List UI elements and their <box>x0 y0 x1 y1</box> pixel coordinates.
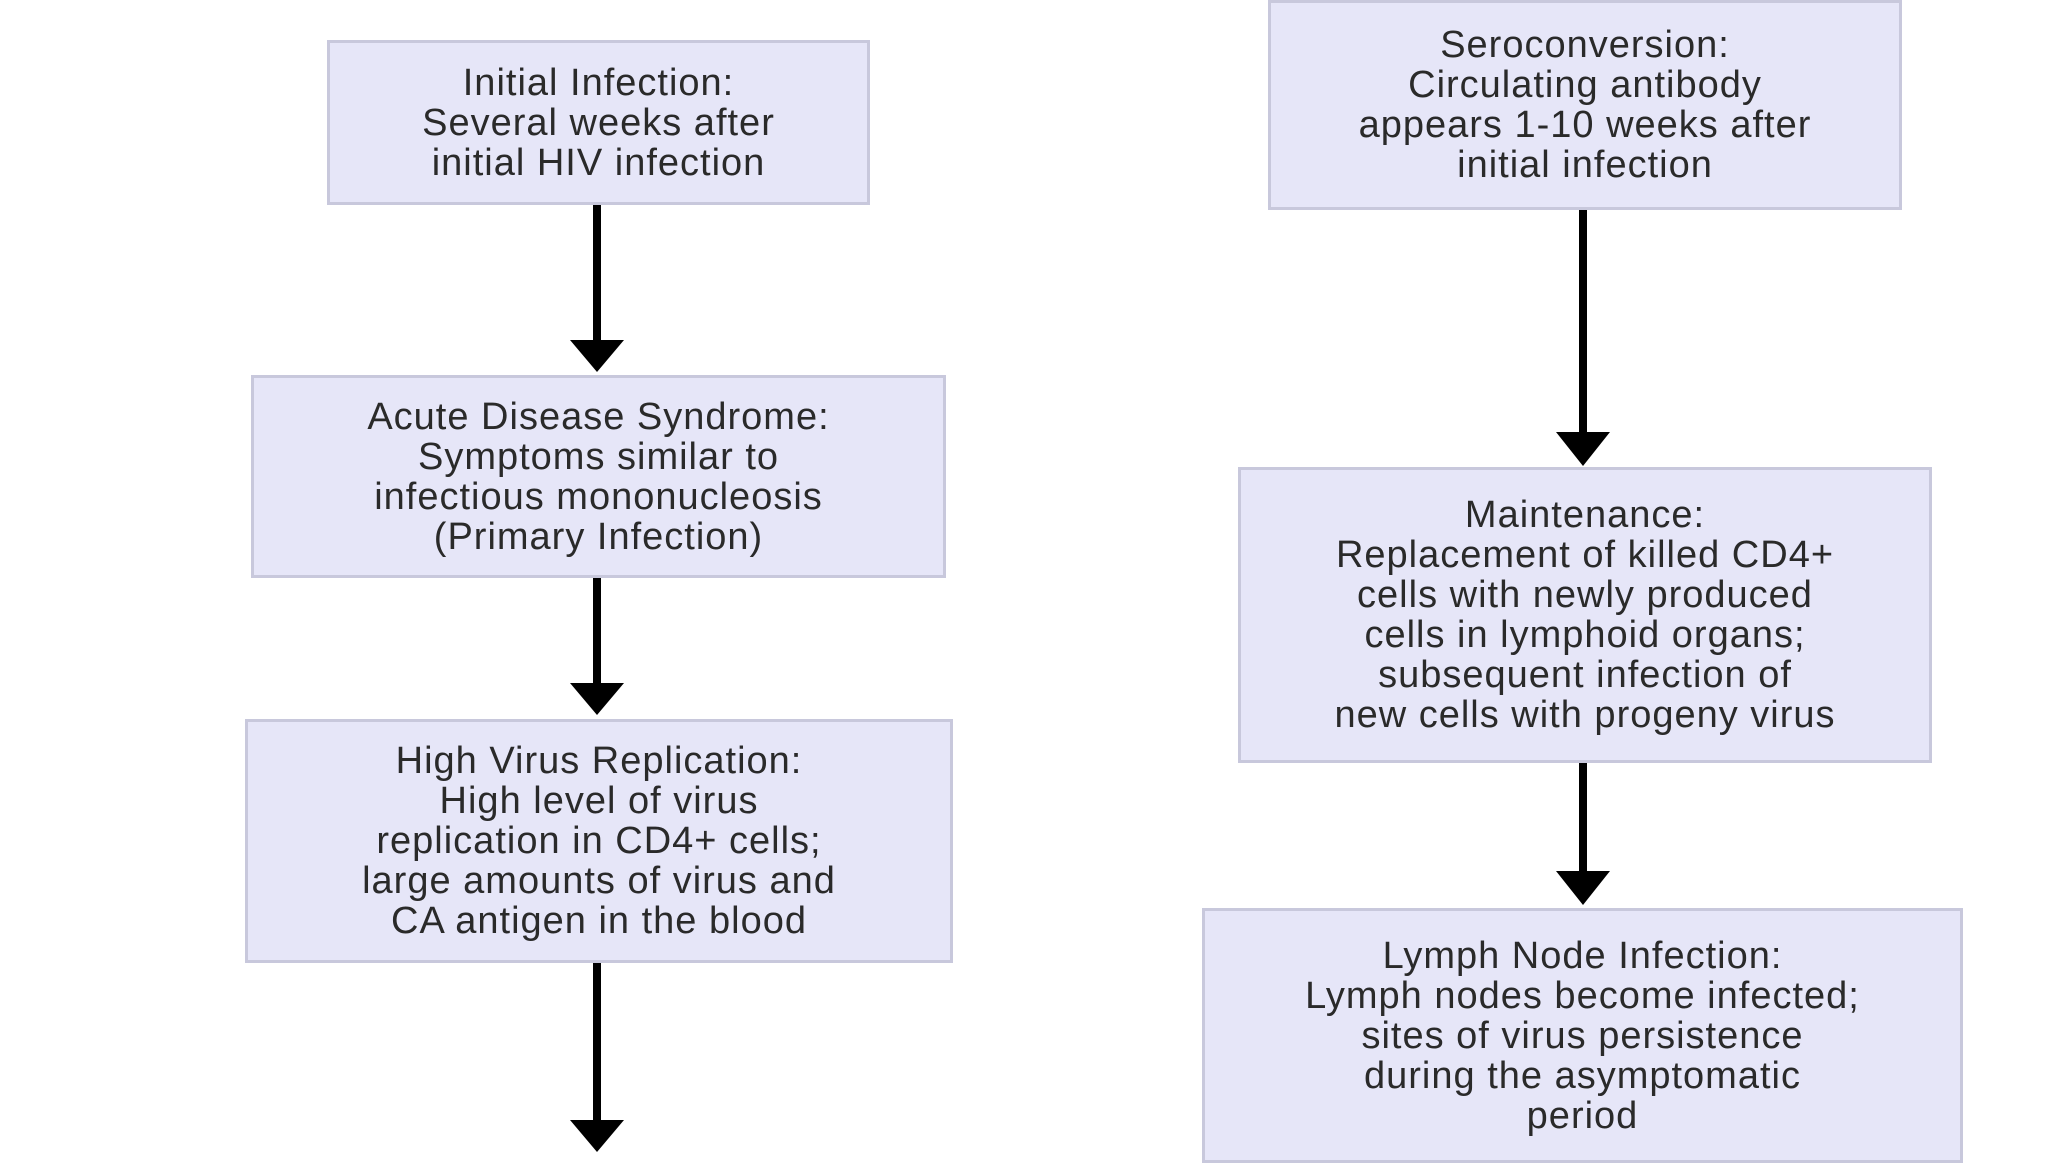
node-high-virus-line: High level of virus <box>439 780 759 822</box>
node-acute-disease-title: Acute Disease Syndrome: <box>367 395 830 438</box>
arrow-head-lymph <box>1556 871 1610 905</box>
node-acute-disease-line: (Primary Infection) <box>433 515 764 558</box>
node-maintenance-line: cells in lymphoid organs; <box>1364 614 1806 656</box>
node-maintenance-line: new cells with progeny virus <box>1334 694 1836 736</box>
node-acute-disease-line: infectious mononucleosis <box>374 475 823 518</box>
node-lymph-node-line: Lymph nodes become infected; <box>1305 974 1860 1017</box>
node-lymph-node-infection: Lymph Node Infection: Lymph nodes become… <box>1202 908 1963 1163</box>
node-maintenance-title: Maintenance: <box>1464 494 1706 536</box>
node-high-virus-line: large amounts of virus and <box>362 860 836 902</box>
node-seroconversion: Seroconversion: Circulating antibody app… <box>1268 0 1902 210</box>
node-high-virus-replication: High Virus Replication: High level of vi… <box>245 719 953 963</box>
node-acute-disease-line: Symptoms similar to <box>417 435 780 478</box>
node-maintenance-line: subsequent infection of <box>1378 654 1792 696</box>
arrow-head-high-virus <box>570 683 624 715</box>
node-maintenance-line: cells with newly produced <box>1357 574 1813 616</box>
node-initial-infection-line: Several weeks after <box>422 101 775 144</box>
node-acute-disease-syndrome: Acute Disease Syndrome: Symptoms similar… <box>251 375 946 578</box>
node-seroconversion-line: appears 1-10 weeks after <box>1358 104 1812 146</box>
node-lymph-node-line: during the asymptomatic <box>1364 1054 1801 1097</box>
node-high-virus-title: High Virus Replication: <box>395 740 803 782</box>
node-maintenance-line: Replacement of killed CD4+ <box>1335 534 1835 576</box>
node-initial-infection: Initial Infection: Several weeks after i… <box>327 40 870 205</box>
node-seroconversion-title: Seroconversion: <box>1440 24 1730 66</box>
node-lymph-node-line: period <box>1526 1094 1639 1137</box>
node-high-virus-line: CA antigen in the blood <box>391 900 807 942</box>
node-lymph-node-title: Lymph Node Infection: <box>1382 934 1783 977</box>
node-initial-infection-line: initial HIV infection <box>431 141 766 184</box>
node-seroconversion-line: initial infection <box>1457 144 1713 186</box>
node-seroconversion-line: Circulating antibody <box>1408 64 1762 106</box>
node-maintenance: Maintenance: Replacement of killed CD4+ … <box>1238 467 1932 763</box>
node-lymph-node-line: sites of virus persistence <box>1361 1014 1804 1057</box>
arrow-head-acute <box>570 340 624 372</box>
arrow-head-maintenance <box>1556 432 1610 466</box>
arrow-head-bottom <box>570 1120 624 1152</box>
node-high-virus-line: replication in CD4+ cells; <box>376 820 822 862</box>
node-initial-infection-title: Initial Infection: <box>462 61 735 104</box>
